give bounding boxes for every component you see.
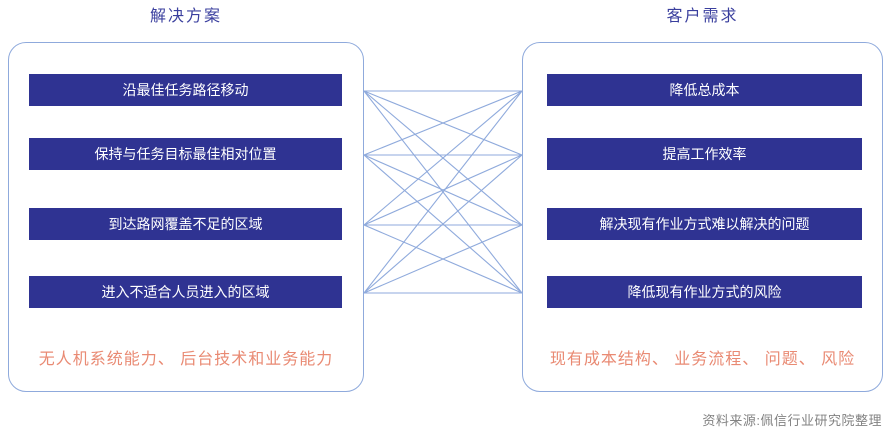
- need-item: 解决现有作业方式难以解决的问题: [547, 208, 862, 240]
- solutions-title: 解决方案: [149, 8, 222, 25]
- solutions-footnote: 无人机系统能力、 后台技术和业务能力: [38, 351, 334, 368]
- need-item: 降低现有作业方式的风险: [547, 276, 862, 308]
- need-item: 提高工作效率: [547, 138, 862, 170]
- solutions-panel: 沿最佳任务路径移动 保持与任务目标最佳相对位置 到达路网覆盖不足的区域 进入不适…: [8, 42, 364, 392]
- solution-item: 进入不适合人员进入的区域: [29, 276, 342, 308]
- source-note: 资料来源:佩信行业研究院整理: [702, 413, 882, 428]
- solution-item: 保持与任务目标最佳相对位置: [29, 138, 342, 170]
- need-item: 降低总成本: [547, 74, 862, 106]
- needs-title: 客户需求: [666, 8, 739, 25]
- solution-item: 到达路网覆盖不足的区域: [29, 208, 342, 240]
- solution-item: 沿最佳任务路径移动: [29, 74, 342, 106]
- needs-footnote: 现有成本结构、 业务流程、 问题、 风险: [549, 351, 856, 368]
- needs-panel: 降低总成本 提高工作效率 解决现有作业方式难以解决的问题 降低现有作业方式的风险…: [522, 42, 883, 392]
